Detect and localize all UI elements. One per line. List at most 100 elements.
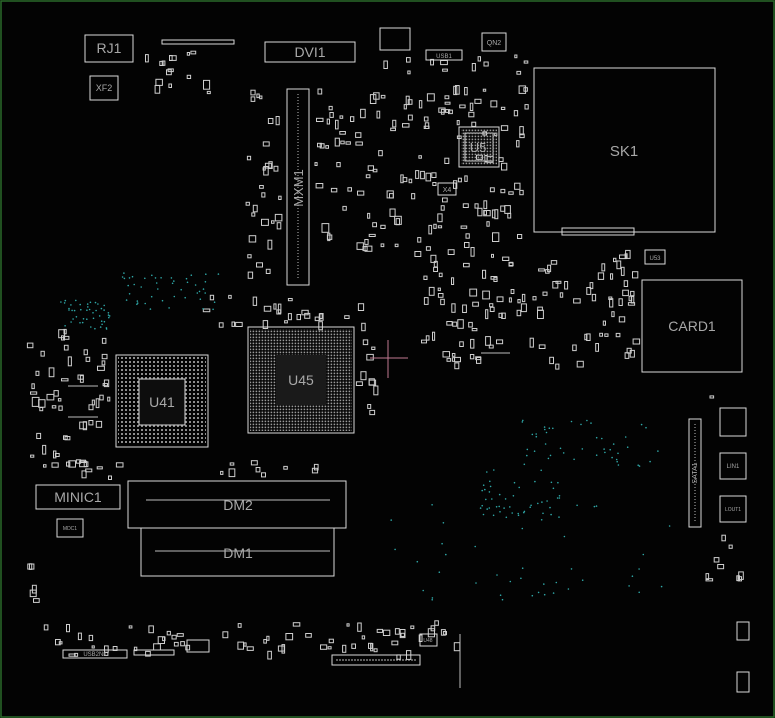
smd-part bbox=[339, 131, 346, 135]
smd-part bbox=[107, 396, 111, 402]
smd-part bbox=[618, 298, 623, 306]
via-dot bbox=[199, 298, 202, 301]
via-dot bbox=[80, 308, 82, 311]
smd-part bbox=[376, 628, 384, 633]
smd-part bbox=[364, 239, 369, 245]
smd-part bbox=[186, 52, 191, 56]
smd-part bbox=[446, 321, 453, 326]
smd-part bbox=[261, 218, 269, 226]
smd-part bbox=[317, 142, 322, 148]
smd-part bbox=[437, 213, 443, 223]
smd-part bbox=[510, 289, 515, 294]
smd-part bbox=[552, 281, 559, 289]
u53-outline bbox=[644, 249, 666, 265]
via-dot bbox=[657, 450, 659, 452]
rj1-outline bbox=[84, 34, 134, 63]
via-dot bbox=[562, 452, 565, 454]
via-dot bbox=[537, 502, 539, 505]
via-dot bbox=[558, 497, 561, 499]
smd-part bbox=[169, 55, 177, 61]
smd-part bbox=[380, 243, 385, 248]
smd-part bbox=[64, 436, 71, 441]
smd-part bbox=[468, 321, 473, 328]
smd-part bbox=[79, 375, 84, 383]
smd-part bbox=[252, 204, 258, 213]
smd-part bbox=[246, 155, 252, 161]
smd-part bbox=[61, 378, 69, 382]
via-dot bbox=[542, 512, 544, 515]
smd-part bbox=[547, 264, 552, 273]
via-dot bbox=[616, 460, 618, 463]
smd-part bbox=[259, 185, 264, 189]
smd-part bbox=[426, 93, 435, 102]
via-dot bbox=[198, 290, 201, 293]
smd-part bbox=[453, 180, 458, 189]
smd-part bbox=[433, 266, 439, 272]
smd-part bbox=[516, 309, 522, 317]
smd-part bbox=[368, 233, 376, 237]
smd-part bbox=[498, 312, 503, 318]
via-dot bbox=[590, 422, 592, 424]
smd-part bbox=[345, 141, 351, 145]
smd-part bbox=[463, 262, 470, 268]
smd-part bbox=[469, 288, 478, 297]
via-dot bbox=[155, 282, 158, 284]
u5-outline bbox=[458, 126, 500, 168]
via-dot bbox=[668, 525, 671, 527]
via-dot bbox=[489, 480, 491, 483]
smd-part bbox=[251, 212, 256, 217]
smd-part bbox=[447, 249, 455, 255]
bottom-strip-outline bbox=[133, 649, 175, 656]
smd-part bbox=[357, 622, 362, 632]
smd-part bbox=[267, 239, 273, 250]
smd-part bbox=[250, 96, 256, 102]
smd-part bbox=[355, 141, 363, 146]
smd-part bbox=[391, 640, 399, 646]
via-dot bbox=[75, 316, 78, 318]
smd-part bbox=[630, 295, 635, 304]
smd-part bbox=[159, 60, 164, 67]
smd-part bbox=[347, 187, 352, 192]
via-dot bbox=[581, 448, 584, 450]
smd-part bbox=[378, 150, 383, 157]
smd-part bbox=[162, 636, 166, 642]
smd-part bbox=[457, 177, 462, 183]
smd-part bbox=[367, 165, 375, 171]
smd-part bbox=[74, 652, 79, 657]
smd-part bbox=[500, 205, 506, 212]
smd-part bbox=[406, 57, 411, 63]
via-dot bbox=[552, 427, 554, 430]
smd-part bbox=[220, 470, 224, 475]
smd-part bbox=[448, 109, 453, 115]
smd-part bbox=[713, 557, 720, 563]
via-dot bbox=[63, 302, 66, 304]
smd-part bbox=[231, 321, 235, 327]
smd-part bbox=[609, 298, 614, 308]
via-dot bbox=[150, 295, 153, 298]
smd-part bbox=[524, 104, 529, 110]
smd-part bbox=[264, 162, 272, 169]
label-dvi1: DVI1 bbox=[294, 44, 325, 60]
smd-part bbox=[342, 205, 347, 211]
smd-part bbox=[457, 319, 464, 329]
smd-part bbox=[101, 360, 106, 366]
via-dot bbox=[202, 308, 204, 310]
smd-part bbox=[438, 272, 443, 278]
smd-part bbox=[355, 381, 363, 386]
smd-part bbox=[411, 193, 416, 200]
smd-part bbox=[315, 183, 324, 189]
via-dot bbox=[70, 304, 72, 306]
via-dot bbox=[103, 309, 105, 311]
via-dot bbox=[205, 273, 207, 276]
smd-part bbox=[394, 243, 399, 248]
smd-part bbox=[459, 341, 464, 347]
smd-part bbox=[474, 203, 479, 209]
label-usb1: USB1 bbox=[436, 54, 452, 60]
connector-outline bbox=[719, 407, 747, 437]
via-dot bbox=[567, 588, 570, 590]
u48-outline bbox=[419, 633, 438, 647]
label-card1: CARD1 bbox=[668, 318, 716, 334]
smd-part bbox=[340, 140, 345, 145]
via-dot bbox=[168, 307, 170, 309]
bottom-connector-outline bbox=[331, 654, 421, 666]
